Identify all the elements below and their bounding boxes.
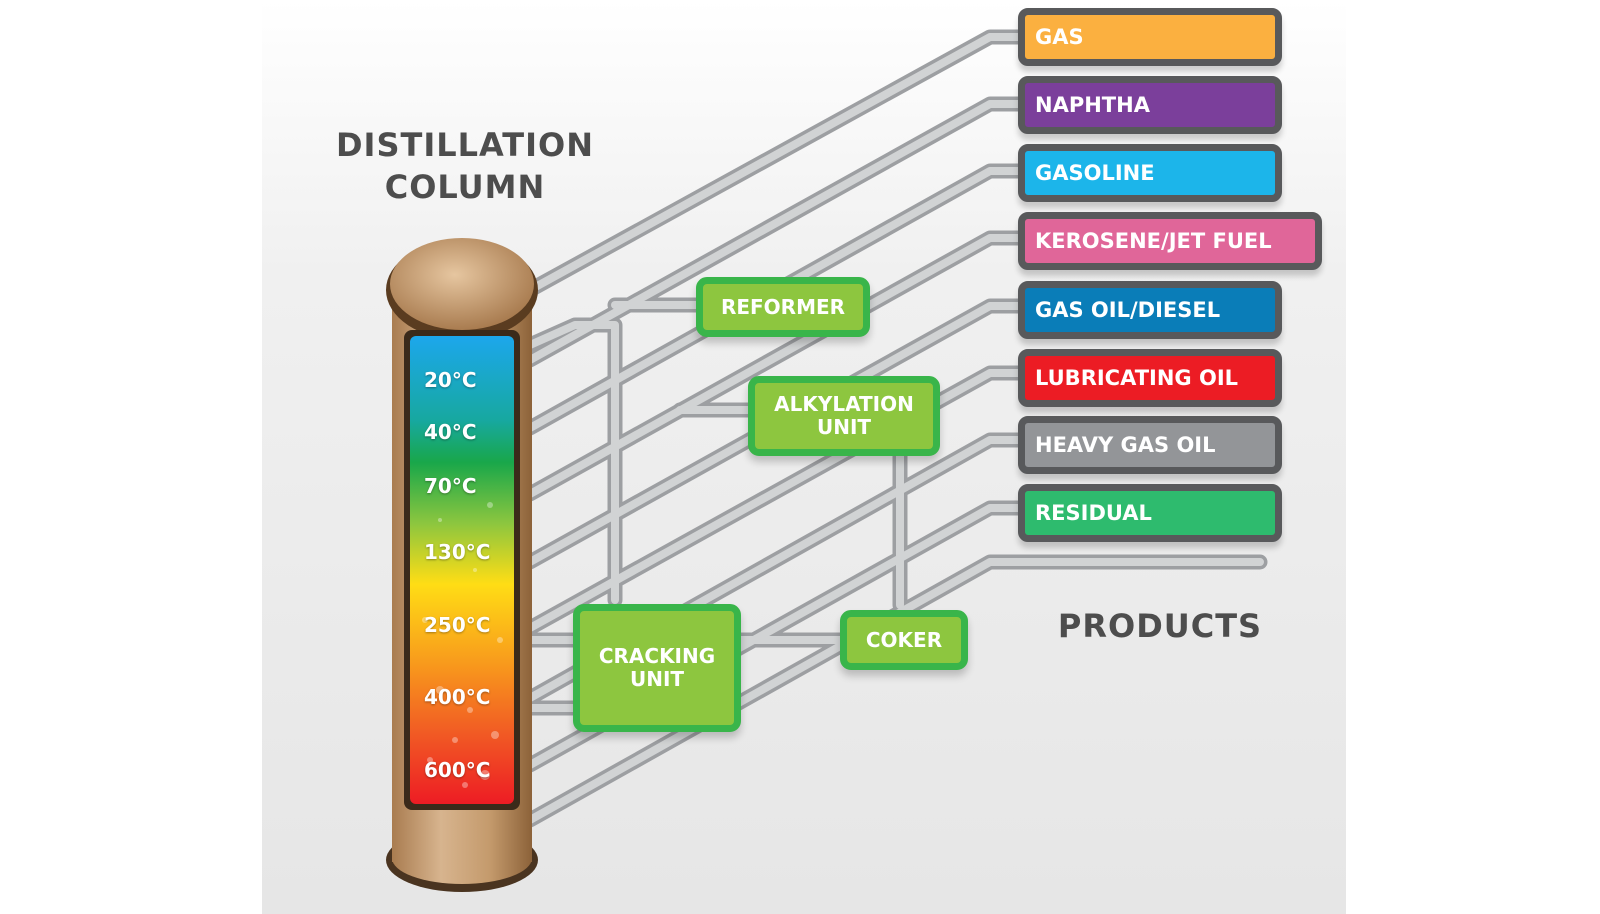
reformer-label: REFORMER [720,294,846,319]
alkylation-label-line2: UNIT [816,415,872,439]
column-title-line1: DISTILLATION [335,126,595,164]
alkylation-label-line1: ALKYLATION [774,392,914,416]
product-naphtha: NAPHTHA [1018,76,1282,134]
temp-label: 20°C [424,368,477,392]
product-kerosene-jet-fuel: KEROSENE/JET FUEL [1018,212,1322,270]
temp-label: 70°C [424,474,477,498]
products-title: PRODUCTS [1057,607,1263,645]
alkylation-unit: ALKYLATION UNIT [748,376,940,456]
cracking-unit: CRACKING UNIT [573,604,741,732]
column-title: DISTILLATION COLUMN [300,124,630,208]
product-gas-oil-diesel: GAS OIL/DIESEL [1018,281,1282,339]
column-title-line2: COLUMN [384,168,546,206]
cracking-label-line2: UNIT [629,667,685,691]
column-base [392,832,532,884]
column-fluid [410,336,514,804]
cracking-label-line1: CRACKING [598,644,716,668]
product-gasoline: GASOLINE [1018,144,1282,202]
bubbles [422,502,503,788]
distillation-column [386,238,538,892]
temp-label: 130°C [424,540,491,564]
product-lubricating-oil: LUBRICATING OIL [1018,349,1282,407]
coker-label: COKER [865,627,943,652]
temp-label: 40°C [424,420,477,444]
column-cap [390,238,534,330]
temp-label: 600°C [424,758,491,782]
product-heavy-gas-oil: HEAVY GAS OIL [1018,416,1282,474]
reformer-unit: REFORMER [696,277,870,337]
coker-unit: COKER [840,610,968,670]
temp-label: 400°C [424,685,491,709]
product-residual: RESIDUAL [1018,484,1282,542]
temp-label: 250°C [424,613,491,637]
product-gas: GAS [1018,8,1282,66]
